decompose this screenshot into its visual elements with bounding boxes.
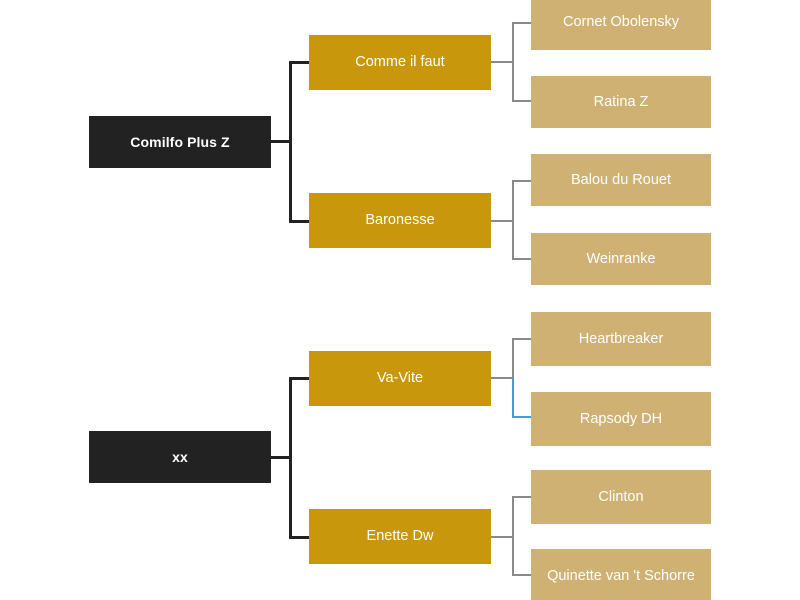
node-sire-sire-cornet-obolensky[interactable]: Cornet Obolensky xyxy=(531,0,711,50)
connector-sire-to-sire-dam-top xyxy=(512,100,532,102)
connector-sire-stub-bottom xyxy=(491,377,513,379)
connector-sire-to-sire-sire-bottom xyxy=(512,338,532,340)
connector-root-to-dam-bottom xyxy=(289,536,310,539)
connector-root-to-sire-bottom xyxy=(289,377,310,380)
node-label: xx xyxy=(172,448,188,465)
connector-dam-spine-top xyxy=(512,180,514,259)
connector-sire-to-sire-sire-top xyxy=(512,22,532,24)
node-label: Baronesse xyxy=(365,212,435,229)
node-dam-dam-weinranke[interactable]: Weinranke xyxy=(531,233,711,285)
node-label: Ratina Z xyxy=(593,93,649,110)
node-label: Rapsody DH xyxy=(579,410,663,427)
node-label: Clinton xyxy=(598,488,644,505)
node-label: Comme il faut xyxy=(355,54,445,71)
node-label: Weinranke xyxy=(586,250,656,267)
node-label: Quinette van 't Schorre xyxy=(547,567,695,584)
node-label: Enette Dw xyxy=(366,528,434,545)
node-label: Va-Vite xyxy=(376,370,424,387)
connector-root-spine-bottom xyxy=(289,377,292,538)
node-label: Balou du Rouet xyxy=(571,171,671,188)
connector-root-to-sire-top xyxy=(289,61,310,64)
connector-dam-to-dam-dam-bottom xyxy=(512,574,532,576)
connector-dam-stub-top xyxy=(491,220,513,222)
connector-dam-stub-bottom xyxy=(491,536,513,538)
node-label: Heartbreaker xyxy=(578,330,664,347)
connector-sire-stub-top xyxy=(491,61,513,63)
connector-root-stub-top xyxy=(271,140,291,143)
node-dam-baronesse[interactable]: Baronesse xyxy=(309,193,491,248)
connector-sire-spine-top xyxy=(512,22,514,101)
connector-dam-to-dam-sire-bottom xyxy=(512,496,532,498)
connector-dam-spine-bottom xyxy=(512,496,514,575)
connector-sire-spine-upper-bottom xyxy=(512,338,514,378)
node-root-xx[interactable]: xx xyxy=(89,431,271,483)
node-label: Cornet Obolensky xyxy=(562,14,680,31)
node-dam-sire-clinton[interactable]: Clinton xyxy=(531,470,711,524)
node-label: Comilfo Plus Z xyxy=(130,133,230,150)
node-sire-sire-heartbreaker[interactable]: Heartbreaker xyxy=(531,312,711,366)
connector-sire-spine-highlight-bottom xyxy=(512,377,514,417)
node-root-comilfo-plus-z[interactable]: Comilfo Plus Z xyxy=(89,116,271,168)
node-sire-va-vite[interactable]: Va-Vite xyxy=(309,351,491,406)
connector-root-spine-top xyxy=(289,61,292,222)
node-sire-comme-il-faut[interactable]: Comme il faut xyxy=(309,35,491,90)
connector-sire-to-sire-dam-bottom-highlight xyxy=(512,416,532,418)
node-sire-dam-ratina-z[interactable]: Ratina Z xyxy=(531,76,711,128)
node-dam-enette-dw[interactable]: Enette Dw xyxy=(309,509,491,564)
connector-dam-to-dam-sire-top xyxy=(512,180,532,182)
connector-dam-to-dam-dam-top xyxy=(512,258,532,260)
node-dam-dam-quinette-van-t-schorre[interactable]: Quinette van 't Schorre xyxy=(531,549,711,600)
node-sire-dam-rapsody-dh[interactable]: Rapsody DH xyxy=(531,392,711,446)
connector-root-stub-bottom xyxy=(271,456,291,459)
node-dam-sire-balou-du-rouet[interactable]: Balou du Rouet xyxy=(531,154,711,206)
connector-root-to-dam-top xyxy=(289,220,310,223)
